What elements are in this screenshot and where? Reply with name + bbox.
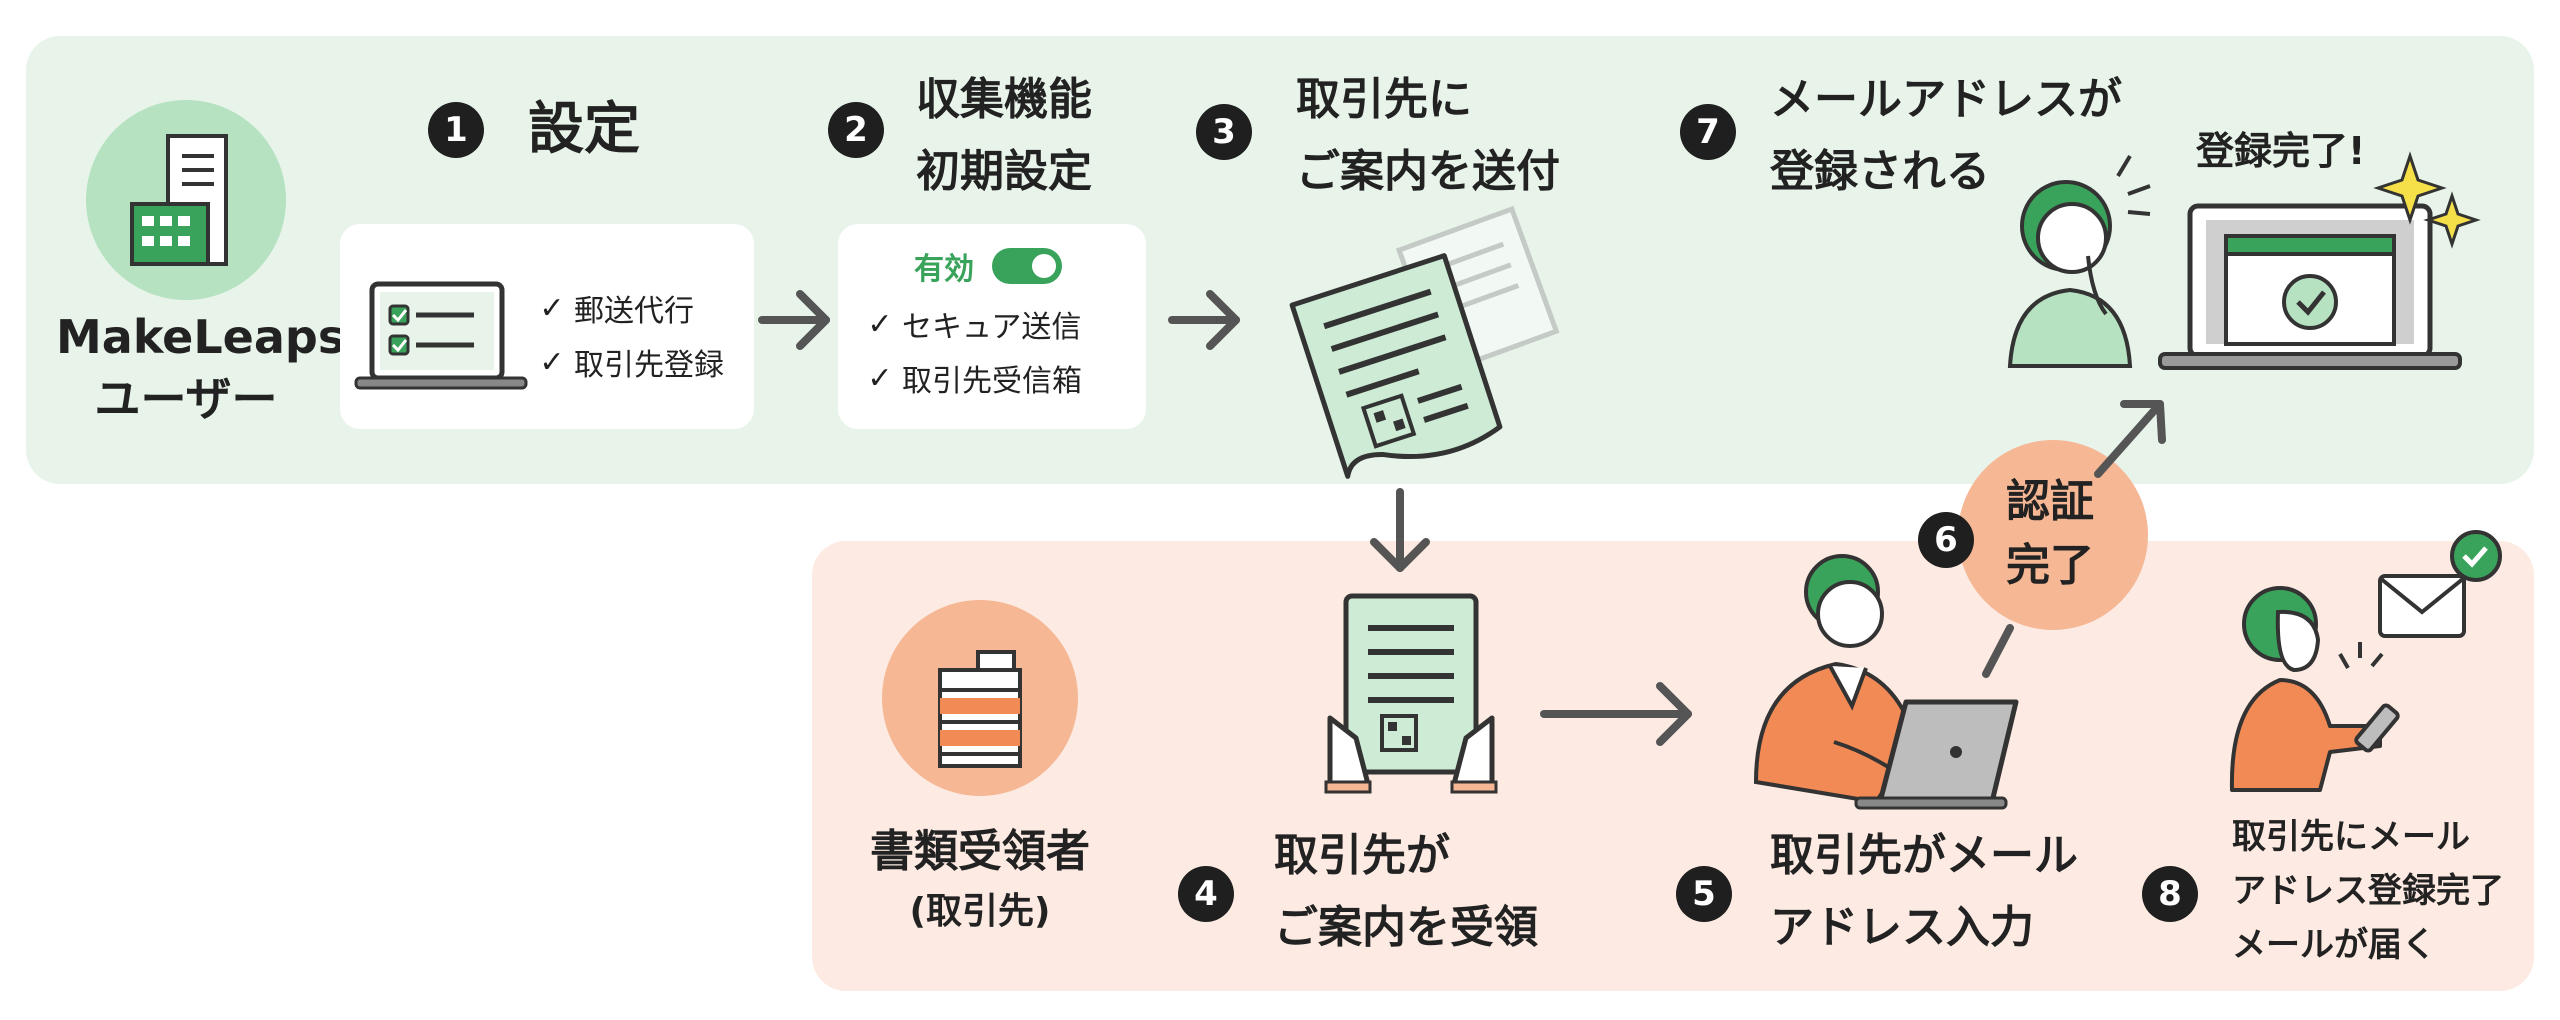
step-8-text: 取引先にメール アドレス登録完了 メールが届く bbox=[2232, 810, 2504, 972]
check-icon: ✓ bbox=[867, 306, 893, 342]
step-3-badge: 3 bbox=[1196, 104, 1252, 160]
makeleaps-user-label: MakeLeaps ユーザー bbox=[56, 306, 346, 430]
building-icon bbox=[86, 100, 286, 300]
step-5-badge: 5 bbox=[1676, 866, 1732, 922]
step-7-title-line1: メールアドレスが bbox=[1770, 74, 2122, 125]
step-4-title-line2: ご案内を受領 bbox=[1274, 902, 1538, 953]
step-3-title-line1: 取引先に bbox=[1296, 74, 1472, 125]
check-icon: ✓ bbox=[539, 290, 565, 326]
step-2-item-secure: ✓ セキュア送信 bbox=[864, 302, 1081, 346]
step-4-title: 取引先が ご案内を受領 bbox=[1274, 820, 1538, 964]
step-2-item-inbox: ✓ 取引先受信箱 bbox=[864, 356, 1082, 400]
document-qr-icon bbox=[1289, 205, 1560, 486]
person-laptop-icon bbox=[1746, 552, 2026, 812]
step-2-card bbox=[838, 224, 1146, 429]
step-1-item-label: 郵送代行 bbox=[574, 294, 694, 329]
arrow-up-right-icon bbox=[2094, 400, 2166, 478]
step-2-title: 収集機能 初期設定 bbox=[916, 64, 1092, 208]
step-8-line2: アドレス登録完了 bbox=[2232, 871, 2504, 911]
step-3-title-line2: ご案内を送付 bbox=[1296, 146, 1560, 197]
person-phone-email-icon bbox=[2220, 530, 2502, 800]
check-icon: ✓ bbox=[867, 360, 893, 396]
step-7-title: メールアドレスが 登録される bbox=[1770, 64, 2122, 208]
step-6-title: 認証 完了 bbox=[2006, 470, 2094, 598]
step-1-item-label: 取引先登録 bbox=[574, 348, 724, 383]
arrow-down-icon bbox=[1370, 488, 1430, 572]
step-2-title-line2: 初期設定 bbox=[916, 146, 1092, 197]
step-1-item-postal: ✓ 郵送代行 bbox=[536, 286, 694, 330]
step-6-badge: 6 bbox=[1918, 512, 1974, 568]
arrow-up-right-icon bbox=[1982, 624, 2014, 678]
step-2-item-label: 取引先受信箱 bbox=[902, 364, 1082, 399]
step-7-title-line2: 登録される bbox=[1770, 146, 1990, 197]
recipient-label: 書類受領者 (取引先) bbox=[840, 820, 1120, 940]
recipient-line2: (取引先) bbox=[909, 891, 1051, 932]
laptop-checklist-icon bbox=[354, 280, 528, 390]
step-4-title-line1: 取引先が bbox=[1274, 830, 1450, 881]
step-2-toggle-label: 有効 bbox=[914, 252, 974, 287]
arrow-right-icon bbox=[758, 290, 830, 350]
step-3-title: 取引先に ご案内を送付 bbox=[1296, 64, 1560, 208]
enabled-toggle[interactable] bbox=[992, 248, 1062, 284]
step-2-badge: 2 bbox=[828, 102, 884, 158]
makeleaps-user-line2: ユーザー bbox=[94, 372, 278, 426]
step-8-line1: 取引先にメール bbox=[2232, 817, 2470, 857]
step-8-line3: メールが届く bbox=[2232, 925, 2436, 965]
registration-complete-icon bbox=[2000, 146, 2500, 376]
step-8-badge: 8 bbox=[2142, 866, 2198, 922]
arrow-right-icon bbox=[1540, 682, 1692, 746]
step-6-title-line1: 認証 bbox=[2006, 476, 2094, 527]
step-7-caption: 登録完了! bbox=[2196, 129, 2366, 173]
step-6-bubble bbox=[1958, 440, 2148, 630]
step-2-title-line1: 収集機能 bbox=[916, 74, 1092, 125]
received-document-icon bbox=[1316, 588, 1506, 798]
step-1-badge: 1 bbox=[428, 102, 484, 158]
check-icon: ✓ bbox=[539, 344, 565, 380]
step-5-title-line2: アドレス入力 bbox=[1770, 902, 2034, 953]
step-1-item-client: ✓ 取引先登録 bbox=[536, 340, 724, 384]
step-7-badge: 7 bbox=[1680, 104, 1736, 160]
step-5-title-line1: 取引先がメール bbox=[1770, 830, 2078, 881]
recipient-line1: 書類受領者 bbox=[870, 826, 1090, 877]
cabinet-icon bbox=[882, 600, 1078, 796]
step-2-item-label: セキュア送信 bbox=[902, 310, 1082, 345]
step-4-badge: 4 bbox=[1178, 866, 1234, 922]
step-1-title: 設定 bbox=[528, 97, 640, 162]
makeleaps-user-line1: MakeLeaps bbox=[56, 310, 346, 364]
arrow-right-icon bbox=[1168, 290, 1240, 350]
step-6-title-line2: 完了 bbox=[2006, 540, 2094, 591]
step-5-title: 取引先がメール アドレス入力 bbox=[1770, 820, 2078, 964]
